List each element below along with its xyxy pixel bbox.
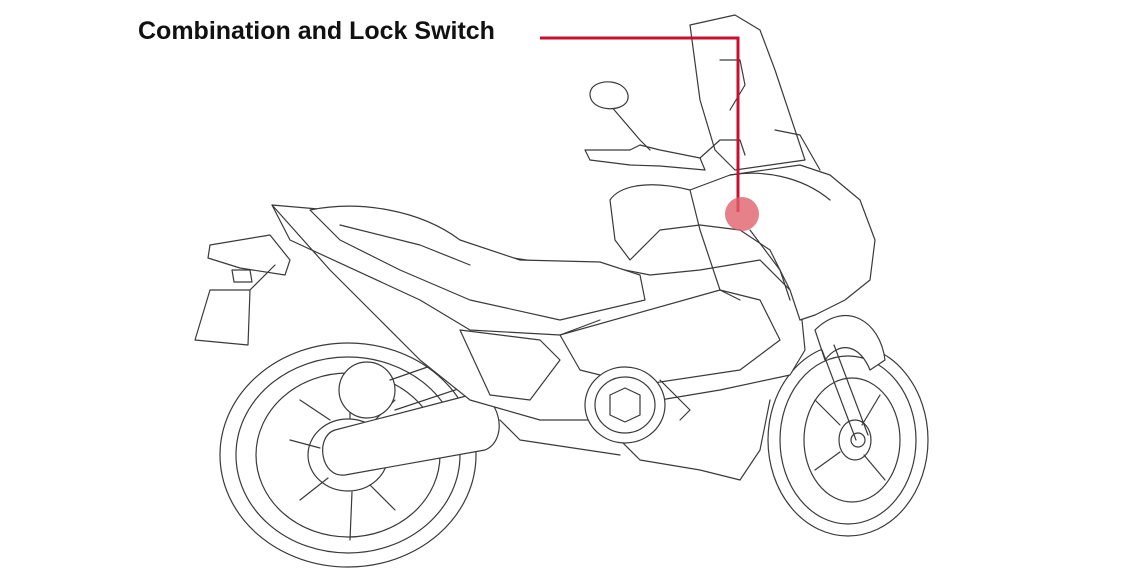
switch-location-marker [725, 197, 759, 231]
callout-leader [540, 36, 740, 212]
callout-label: Combination and Lock Switch [138, 17, 495, 45]
front-fork [814, 314, 886, 448]
windscreen [689, 14, 821, 171]
engine-cover [584, 366, 691, 444]
front-cowl [609, 164, 876, 321]
seat [309, 205, 646, 321]
handlebars [584, 81, 746, 171]
rear-fender [194, 234, 291, 346]
